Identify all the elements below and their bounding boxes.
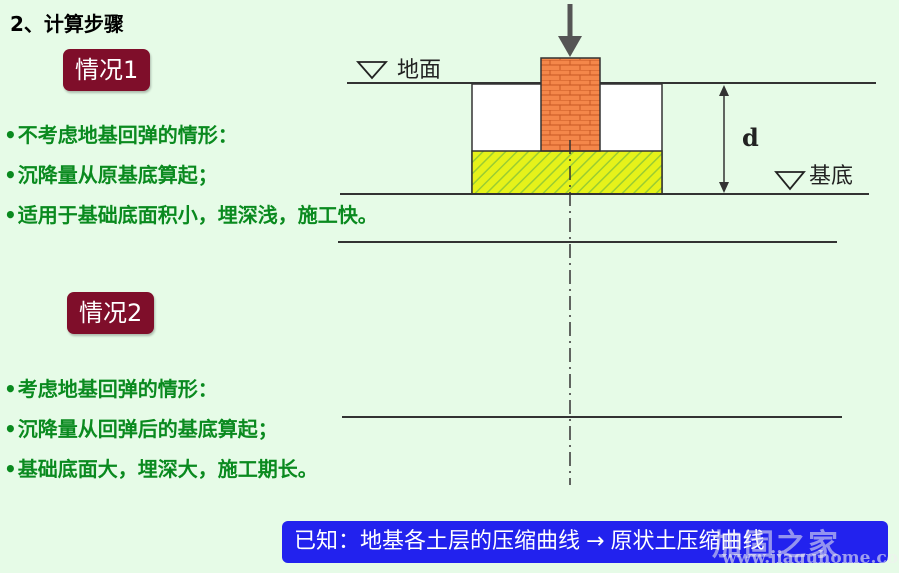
base-label: 基底 bbox=[809, 164, 853, 189]
ground-label: 地面 bbox=[397, 58, 441, 83]
depth-label: d bbox=[742, 123, 759, 152]
known-suffix: 原状土压缩曲线 bbox=[610, 529, 765, 554]
load-arrow bbox=[558, 4, 582, 57]
known-prefix: 已知：地基各土层的压缩曲线 bbox=[294, 529, 581, 554]
case-2-bullets: •考虑地基回弹的情形： •沉降量从回弹后的基底算起； •基础底面大，埋深大，施工… bbox=[4, 369, 318, 489]
column bbox=[540, 57, 601, 152]
depth-dimension bbox=[719, 85, 729, 193]
bullet-item: •沉降量从原基底算起； bbox=[4, 163, 218, 187]
bullet-item: •基础底面大，埋深大，施工期长。 bbox=[4, 457, 318, 481]
case-1-bullets: •不考虑地基回弹的情形： •沉降量从原基底算起； •适用于基础底面积小，埋深浅，… bbox=[4, 115, 378, 235]
bullet-item: •考虑地基回弹的情形： bbox=[4, 377, 218, 401]
known-info-bar: 已知：地基各土层的压缩曲线→原状土压缩曲线 bbox=[282, 521, 888, 563]
bullet-item: •不考虑地基回弹的情形： bbox=[4, 123, 238, 147]
watermark-url: www.jiaguhome.com bbox=[722, 548, 899, 568]
case-2-badge: 情况2 bbox=[67, 292, 155, 334]
section-title: 2、计算步骤 bbox=[10, 12, 124, 36]
right-arrow-icon: → bbox=[586, 529, 605, 554]
case-1-badge: 情况1 bbox=[63, 49, 151, 91]
base-level-marker-icon bbox=[774, 171, 806, 191]
bullet-item: •适用于基础底面积小，埋深浅，施工快。 bbox=[4, 203, 378, 227]
watermark-logo: 加固之家 bbox=[712, 528, 840, 563]
ground-level-marker-icon bbox=[356, 61, 388, 80]
bullet-item: •沉降量从回弹后的基底算起； bbox=[4, 417, 278, 441]
footing bbox=[471, 150, 663, 195]
